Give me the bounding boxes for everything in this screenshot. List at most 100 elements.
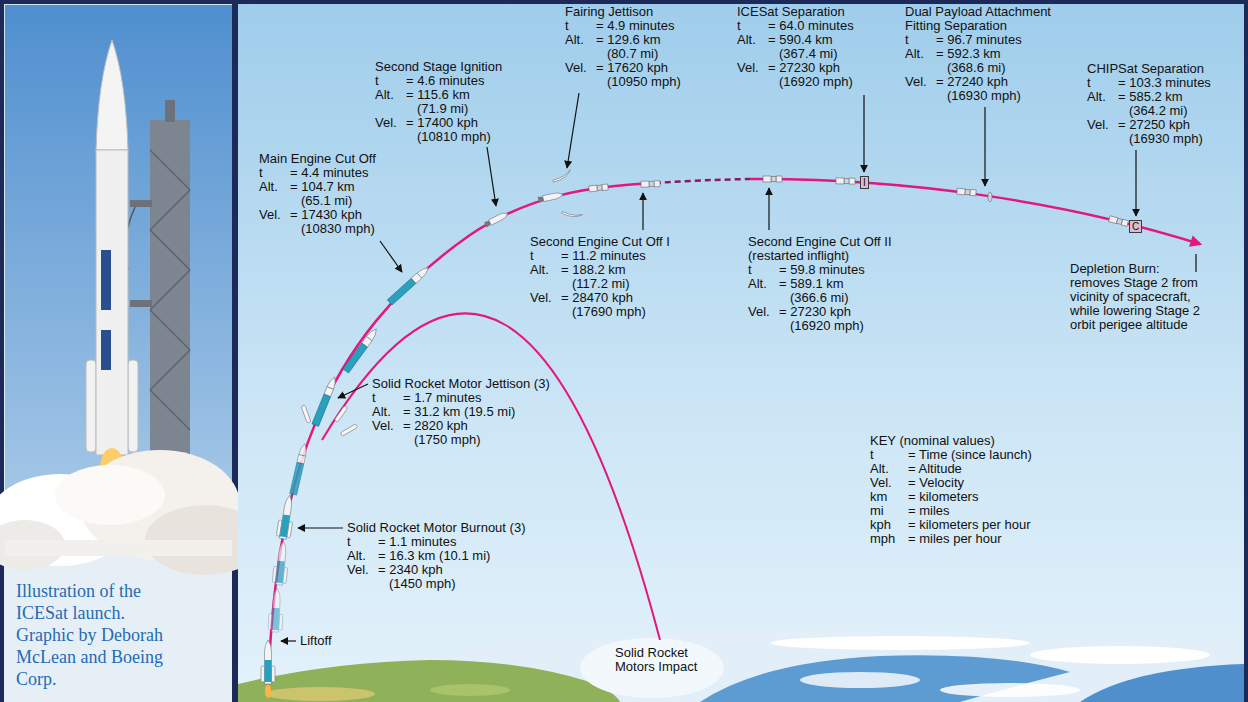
parameter-value: = 585.2 km	[1118, 90, 1183, 104]
parameter-row: Vel.= 17430 kph	[259, 208, 376, 222]
parameter-term: t	[870, 448, 908, 462]
event-block: KEY (nominal values)t= Time (since launc…	[870, 434, 1032, 546]
parameter-value: = 64.0 minutes	[768, 19, 854, 33]
parameter-row: Vel.= 17620 kph	[565, 61, 681, 75]
parameter-term: mi	[870, 504, 908, 518]
event-block: Solid Rocket Motor Burnout (3)t= 1.1 min…	[347, 521, 525, 591]
parameter-value: = Velocity	[908, 476, 964, 490]
parameter-row: Alt.= 589.1 km	[748, 277, 892, 291]
parameter-row: t= 1.7 minutes	[372, 391, 550, 405]
parameter-row: Vel.= 27230 kph	[737, 61, 854, 75]
left-panel	[4, 4, 232, 702]
parameter-value: = 17620 kph	[596, 61, 668, 75]
parameter-term: Alt.	[737, 33, 768, 47]
parameter-row: t= 64.0 minutes	[737, 19, 854, 33]
event-heading: (restarted inflight)	[748, 249, 892, 263]
parameter-value: = Time (since launch)	[908, 448, 1032, 462]
parameter-row: Vel.= 2340 kph	[347, 563, 525, 577]
parameter-continuation: (71.9 mi)	[375, 102, 502, 116]
parameter-row: Alt.= 129.6 km	[565, 33, 681, 47]
parameter-term: km	[870, 490, 908, 504]
parameter-term: t	[1087, 76, 1118, 90]
parameter-row: Alt.= 590.4 km	[737, 33, 854, 47]
parameter-row: Vel.= 28470 kph	[530, 291, 670, 305]
parameter-continuation: (16920 mph)	[737, 75, 854, 89]
parameter-row: Vel.= 27240 kph	[905, 75, 1070, 89]
parameter-term: Vel.	[565, 61, 596, 75]
parameter-row: Vel.= 17400 kph	[375, 116, 502, 130]
event-heading: Second Stage Ignition	[375, 60, 502, 74]
parameter-term: Vel.	[748, 305, 779, 319]
event-heading: Main Engine Cut Off	[259, 152, 376, 166]
parameter-row: t= 59.8 minutes	[748, 263, 892, 277]
parameter-value: = 11.2 minutes	[561, 249, 646, 263]
separation-marker: I	[860, 176, 869, 189]
parameter-term: Vel.	[259, 208, 290, 222]
event-block: Liftoff	[300, 634, 332, 648]
parameter-continuation: (80.7 mi)	[565, 47, 681, 61]
event-block: CHIPSat Separationt= 103.3 minutesAlt.= …	[1087, 62, 1211, 146]
parameter-row: Vel.= 27230 kph	[748, 305, 892, 319]
parameter-row: Alt.= 115.6 km	[375, 88, 502, 102]
event-heading: Second Engine Cut Off II	[748, 235, 892, 249]
event-heading: Liftoff	[300, 634, 332, 648]
parameter-continuation: (364.2 mi)	[1087, 104, 1211, 118]
parameter-row: t= 103.3 minutes	[1087, 76, 1211, 90]
parameter-row: Alt.= Altitude	[870, 462, 1032, 476]
parameter-term: Alt.	[530, 263, 561, 277]
event-heading: ICESat Separation	[737, 5, 854, 19]
parameter-value: = 4.6 minutes	[406, 74, 484, 88]
parameter-row: Alt.= 16.3 km (10.1 mi)	[347, 549, 525, 563]
parameter-term: Vel.	[372, 419, 403, 433]
parameter-row: t= 4.6 minutes	[375, 74, 502, 88]
parameter-value: = 589.1 km	[779, 277, 844, 291]
parameter-term: t	[259, 166, 290, 180]
parameter-row: mi= miles	[870, 504, 1032, 518]
parameter-row: kph= kilometers per hour	[870, 518, 1032, 532]
parameter-value: = 1.7 minutes	[403, 391, 481, 405]
parameter-term: Alt.	[259, 180, 290, 194]
parameter-row: t= 4.4 minutes	[259, 166, 376, 180]
parameter-term: Alt.	[1087, 90, 1118, 104]
parameter-row: Vel.= Velocity	[870, 476, 1032, 490]
event-block: Main Engine Cut Offt= 4.4 minutesAlt.= 1…	[259, 152, 376, 236]
parameter-value: = 16.3 km (10.1 mi)	[378, 549, 490, 563]
parameter-row: Alt.= 188.2 km	[530, 263, 670, 277]
marker-letter: I	[863, 177, 866, 188]
parameter-value: = 2340 kph	[378, 563, 443, 577]
event-block: Second Engine Cut Off It= 11.2 minutesAl…	[530, 235, 670, 319]
parameter-value: = kilometers per hour	[908, 518, 1030, 532]
parameter-continuation: (65.1 mi)	[259, 194, 376, 208]
parameter-term: Alt.	[347, 549, 378, 563]
event-heading: Second Engine Cut Off I	[530, 235, 670, 249]
earth	[238, 630, 1244, 702]
parameter-value: = 27230 kph	[779, 305, 851, 319]
event-heading: CHIPSat Separation	[1087, 62, 1211, 76]
parameter-term: t	[530, 249, 561, 263]
parameter-value: = 103.3 minutes	[1118, 76, 1211, 90]
parameter-term: Vel.	[347, 563, 378, 577]
parameter-value: = miles	[908, 504, 950, 518]
parameter-value: = 4.9 minutes	[596, 19, 674, 33]
parameter-term: t	[737, 19, 768, 33]
sky-panel	[238, 4, 1244, 702]
parameter-term: t	[905, 33, 936, 47]
event-block: Dual Payload Attachment Fitting Separati…	[905, 5, 1070, 103]
parameter-continuation: (366.6 mi)	[748, 291, 892, 305]
parameter-value: = 115.6 km	[406, 88, 470, 102]
parameter-term: Alt.	[870, 462, 908, 476]
parameter-value: = 31.2 km (19.5 mi)	[403, 405, 515, 419]
parameter-term: Alt.	[565, 33, 596, 47]
parameter-term: Alt.	[372, 405, 403, 419]
parameter-continuation: (368.6 mi)	[905, 61, 1070, 75]
parameter-continuation: (10950 mph)	[565, 75, 681, 89]
parameter-term: Vel.	[530, 291, 561, 305]
parameter-continuation: (16920 mph)	[748, 319, 892, 333]
parameter-row: t= 1.1 minutes	[347, 535, 525, 549]
parameter-term: Vel.	[737, 61, 768, 75]
parameter-term: mph	[870, 532, 908, 546]
parameter-continuation: (16930 mph)	[905, 89, 1070, 103]
parameter-continuation: (367.4 mi)	[737, 47, 854, 61]
